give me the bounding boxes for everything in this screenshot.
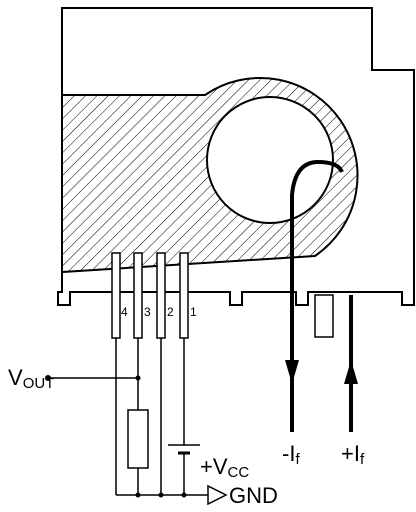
vout-label: VOUT [8, 365, 54, 392]
pin-4 [111, 252, 121, 339]
load-resistor [127, 409, 149, 469]
pin-label-4: 4 [121, 305, 128, 319]
ground-node-dot [181, 492, 187, 498]
ground-node-dot [135, 492, 141, 498]
pin-label-1: 1 [190, 305, 197, 319]
vcc-label: +VCC [200, 454, 249, 481]
if-plus-label: +If [341, 441, 365, 468]
ground-triangle-icon [207, 484, 228, 506]
pin-3 [133, 252, 143, 339]
arrow-up-icon [344, 360, 358, 384]
primary-conductor-loop [290, 159, 344, 196]
core-aperture [206, 96, 334, 224]
pin-label-2: 2 [167, 305, 174, 319]
pin-2 [156, 252, 166, 339]
arrow-down-icon [285, 360, 299, 384]
pin-label-3: 3 [144, 305, 151, 319]
if-minus-label: -If [282, 441, 300, 468]
vout-terminal-dot [45, 375, 51, 381]
gnd-label: GND [229, 483, 278, 508]
mounting-post [314, 294, 334, 338]
pin-1 [179, 252, 189, 339]
ground-node-dot [158, 492, 164, 498]
